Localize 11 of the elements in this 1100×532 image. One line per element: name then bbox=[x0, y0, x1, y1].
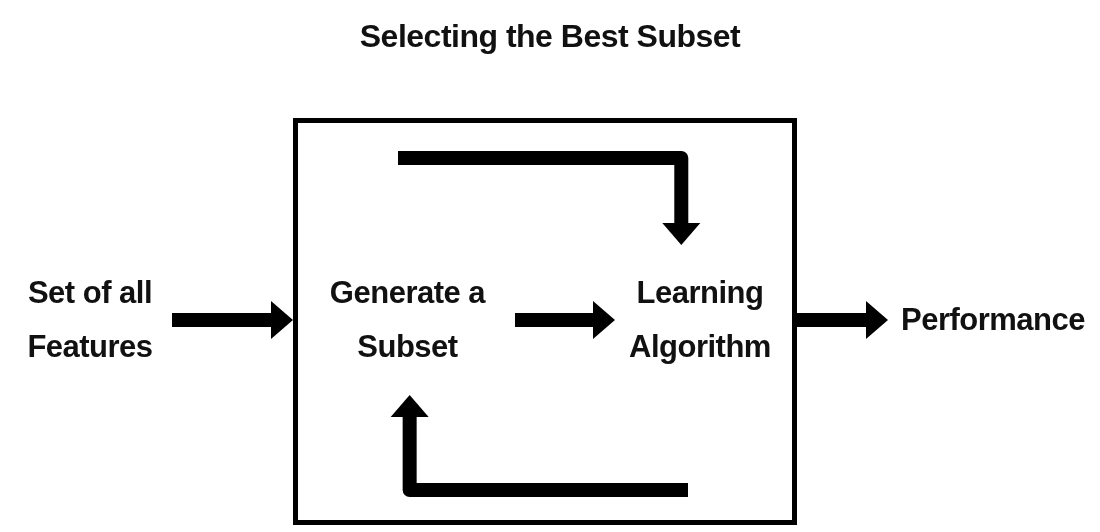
arrow bbox=[172, 301, 293, 339]
arrow bbox=[797, 301, 888, 339]
frame-box bbox=[293, 118, 797, 525]
arrow bbox=[398, 151, 701, 245]
arrow bbox=[515, 301, 615, 339]
diagram-title: Selecting the Best Subset bbox=[359, 18, 741, 55]
node-label: Performance bbox=[901, 300, 1085, 339]
node-label: Learning Algorithm bbox=[628, 273, 772, 366]
arrow bbox=[390, 395, 688, 497]
node-label: Set of all Features bbox=[26, 273, 154, 366]
node-label: Generate a Subset bbox=[328, 273, 487, 366]
